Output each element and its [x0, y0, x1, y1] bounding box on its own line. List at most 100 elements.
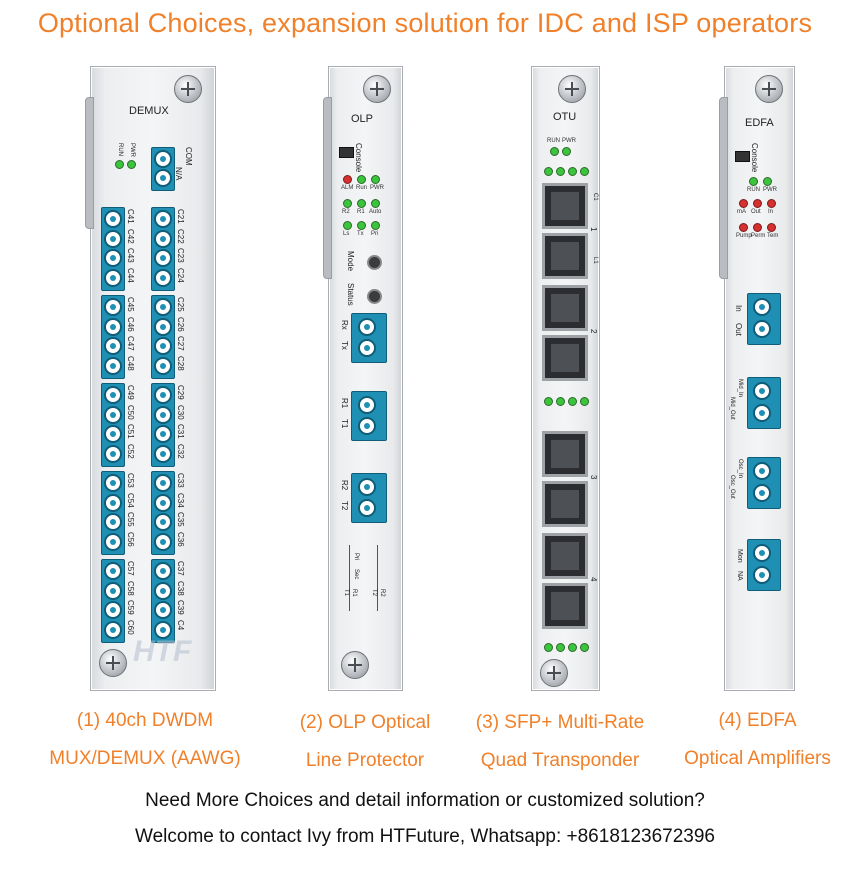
led-label-alm: ALM: [341, 185, 354, 191]
sfp-port[interactable]: [542, 583, 588, 629]
channel-label: C50: [126, 404, 135, 420]
console-port[interactable]: [339, 147, 354, 158]
channel-port[interactable]: [104, 425, 122, 443]
channel-port[interactable]: [154, 337, 172, 355]
channel-port[interactable]: [104, 620, 122, 639]
channel-port[interactable]: [154, 425, 172, 443]
channel-port[interactable]: [154, 562, 172, 580]
channel-port[interactable]: [104, 532, 122, 551]
in-port[interactable]: [753, 298, 771, 316]
channel-port[interactable]: [154, 229, 172, 248]
channel-label: C48: [126, 355, 135, 371]
channel-port[interactable]: [154, 513, 172, 531]
console-port[interactable]: [735, 151, 750, 162]
caption-olp: (2) OLP Optical Line Protector: [260, 704, 470, 780]
sfp-port[interactable]: [542, 431, 588, 477]
channel-port[interactable]: [104, 298, 122, 316]
channel-port[interactable]: [154, 249, 172, 267]
channel-port[interactable]: [154, 444, 172, 463]
caption-line: MUX/DEMUX (AAWG): [49, 748, 241, 769]
sfp-port[interactable]: [542, 481, 588, 527]
mode-button[interactable]: [367, 255, 382, 270]
screw-icon: [755, 75, 783, 103]
channel-label: C32: [176, 443, 185, 459]
channel-port[interactable]: [104, 493, 122, 512]
channel-port[interactable]: [154, 298, 172, 316]
osc-in-port[interactable]: [753, 462, 771, 480]
sfp-port[interactable]: [542, 233, 588, 279]
channel-label: C25: [176, 297, 185, 312]
channel-port[interactable]: [154, 317, 172, 336]
channel-port[interactable]: [104, 474, 122, 492]
channel-port[interactable]: [104, 405, 122, 424]
r1-port[interactable]: [358, 396, 376, 414]
channel-port[interactable]: [154, 474, 172, 492]
channel-port[interactable]: [104, 249, 122, 267]
olp-diagram-line: [349, 545, 350, 611]
caption-demux: (1) 40ch DWDM MUX/DEMUX (AAWG): [30, 702, 260, 778]
channel-label: C37: [176, 561, 185, 576]
status-button[interactable]: [367, 289, 382, 304]
rx-port[interactable]: [358, 318, 376, 336]
channel-port[interactable]: [104, 210, 122, 228]
channel-port[interactable]: [154, 268, 172, 287]
channel-port[interactable]: [154, 532, 172, 551]
channel-port[interactable]: [104, 386, 122, 404]
channel-port[interactable]: [154, 581, 172, 600]
channel-port[interactable]: [154, 386, 172, 404]
na-port[interactable]: [753, 566, 771, 584]
tx-port[interactable]: [358, 339, 376, 357]
osc-out-port[interactable]: [753, 484, 771, 502]
channel-port[interactable]: [104, 444, 122, 463]
t1-port[interactable]: [358, 417, 376, 435]
channel-port[interactable]: [104, 562, 122, 580]
channel-port[interactable]: [154, 601, 172, 619]
sfp-port[interactable]: [542, 533, 588, 579]
diagram-label-r1: R1: [351, 589, 357, 597]
channel-port[interactable]: [154, 210, 172, 228]
channel-port[interactable]: [154, 356, 172, 375]
channel-label: C24: [176, 267, 185, 283]
t2-port[interactable]: [358, 499, 376, 517]
led-run: [357, 175, 366, 184]
htf-logo: HTF: [133, 635, 192, 668]
group-label-1: 1: [589, 227, 598, 232]
led: [544, 643, 553, 652]
caption-line: (2) OLP Optical: [299, 712, 431, 733]
channel-port[interactable]: [104, 337, 122, 355]
led-label-tx: Tx: [357, 231, 364, 237]
mid-out-port[interactable]: [753, 404, 771, 422]
out-port[interactable]: [753, 320, 771, 338]
channel-label: C27: [176, 336, 185, 351]
port[interactable]: [154, 150, 172, 168]
led-run: [749, 177, 758, 186]
sfp-port[interactable]: [542, 285, 588, 331]
channel-port[interactable]: [154, 620, 172, 639]
sfp-port[interactable]: [542, 335, 588, 381]
sfp-port[interactable]: [542, 183, 588, 229]
port[interactable]: [154, 169, 172, 187]
channel-port[interactable]: [104, 317, 122, 336]
channel-label: C58: [126, 580, 135, 596]
mid-in-port[interactable]: [753, 382, 771, 400]
tx-label: Tx: [340, 341, 349, 350]
led-label-in: In: [768, 209, 774, 215]
r2-port[interactable]: [358, 478, 376, 496]
card-name: DEMUX: [129, 105, 169, 117]
led-pwr: [763, 177, 772, 186]
mon-port[interactable]: [753, 544, 771, 562]
channel-port[interactable]: [104, 513, 122, 531]
led: [580, 643, 589, 652]
side-label-c1: C1: [592, 193, 598, 201]
led: [568, 397, 577, 406]
channel-port[interactable]: [104, 356, 122, 375]
channel-port[interactable]: [154, 405, 172, 424]
channel-port[interactable]: [104, 581, 122, 600]
screw-icon: [99, 649, 127, 677]
channel-port[interactable]: [104, 601, 122, 619]
group-label-4: 4: [589, 577, 598, 582]
screw-icon: [363, 75, 391, 103]
channel-port[interactable]: [104, 229, 122, 248]
channel-port[interactable]: [154, 493, 172, 512]
channel-port[interactable]: [104, 268, 122, 287]
